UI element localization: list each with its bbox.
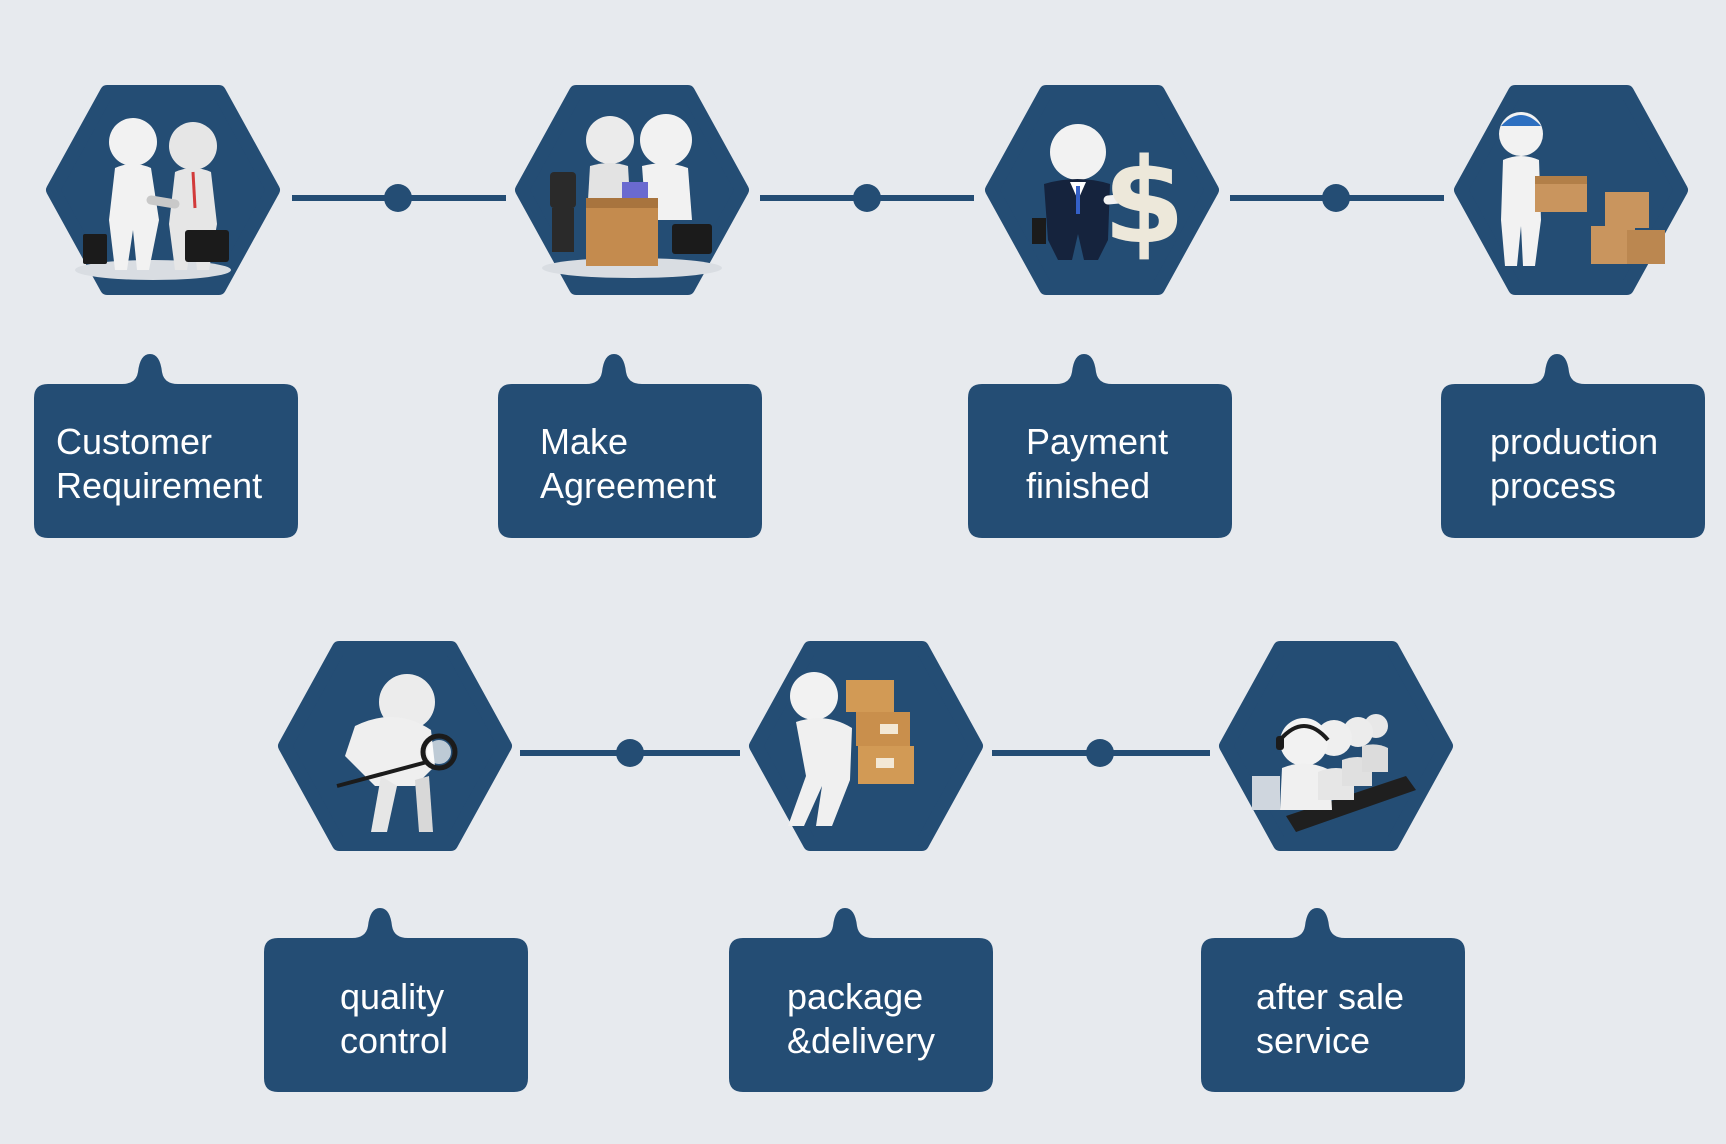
step-quality-control-hexagon [278, 641, 512, 851]
connector-2-3 [760, 184, 974, 212]
svg-text:$: $ [1103, 132, 1185, 270]
step-label-line: Customer [56, 421, 213, 462]
payment-dollar-icon: $ [1032, 124, 1185, 270]
step-production-process-label: production process [1490, 420, 1658, 508]
step-label-line: Make [540, 421, 629, 462]
step-label-line: Agreement [540, 465, 717, 506]
step-label-line: &delivery [787, 1020, 936, 1061]
step-production-process-hexagon [1454, 85, 1688, 295]
step-payment-finished-hexagon: $ [985, 85, 1219, 295]
step-label-line: Requirement [56, 465, 263, 506]
connector-6-7 [992, 739, 1210, 767]
step-after-sale-service-hexagon [1219, 641, 1453, 851]
step-package-delivery-hexagon [749, 641, 983, 851]
headset-support-icon [1252, 714, 1416, 832]
step-label-line: after sale [1256, 976, 1405, 1017]
connector-3-4 [1230, 184, 1444, 212]
step-customer-requirement-label: Customer Requirement [56, 420, 262, 508]
step-label-line: package [787, 976, 924, 1017]
step-package-delivery-label: package &delivery [787, 975, 935, 1063]
step-after-sale-service-label: after sale service [1256, 975, 1404, 1063]
magnifier-inspection-icon [336, 674, 458, 832]
meeting-desk-icon [542, 114, 722, 278]
step-label-line: service [1256, 1020, 1371, 1061]
connector-5-6 [520, 739, 740, 767]
step-label-line: control [340, 1020, 449, 1061]
step-label-line: finished [1026, 465, 1151, 506]
connector-1-2 [292, 184, 506, 212]
step-make-agreement-label: Make Agreement [540, 420, 716, 508]
step-label-line: Payment [1026, 421, 1169, 462]
step-make-agreement-hexagon [515, 85, 749, 295]
step-quality-control-label: quality control [340, 975, 448, 1063]
step-label-line: process [1490, 465, 1617, 506]
step-payment-finished-label: Payment finished [1026, 420, 1168, 508]
handshake-icon [75, 118, 231, 280]
carrying-boxes-icon [788, 672, 914, 826]
step-customer-requirement-hexagon [46, 85, 280, 295]
worker-boxes-icon [1499, 112, 1665, 266]
step-label-line: quality [340, 976, 445, 1017]
step-label-line: production [1490, 421, 1659, 462]
